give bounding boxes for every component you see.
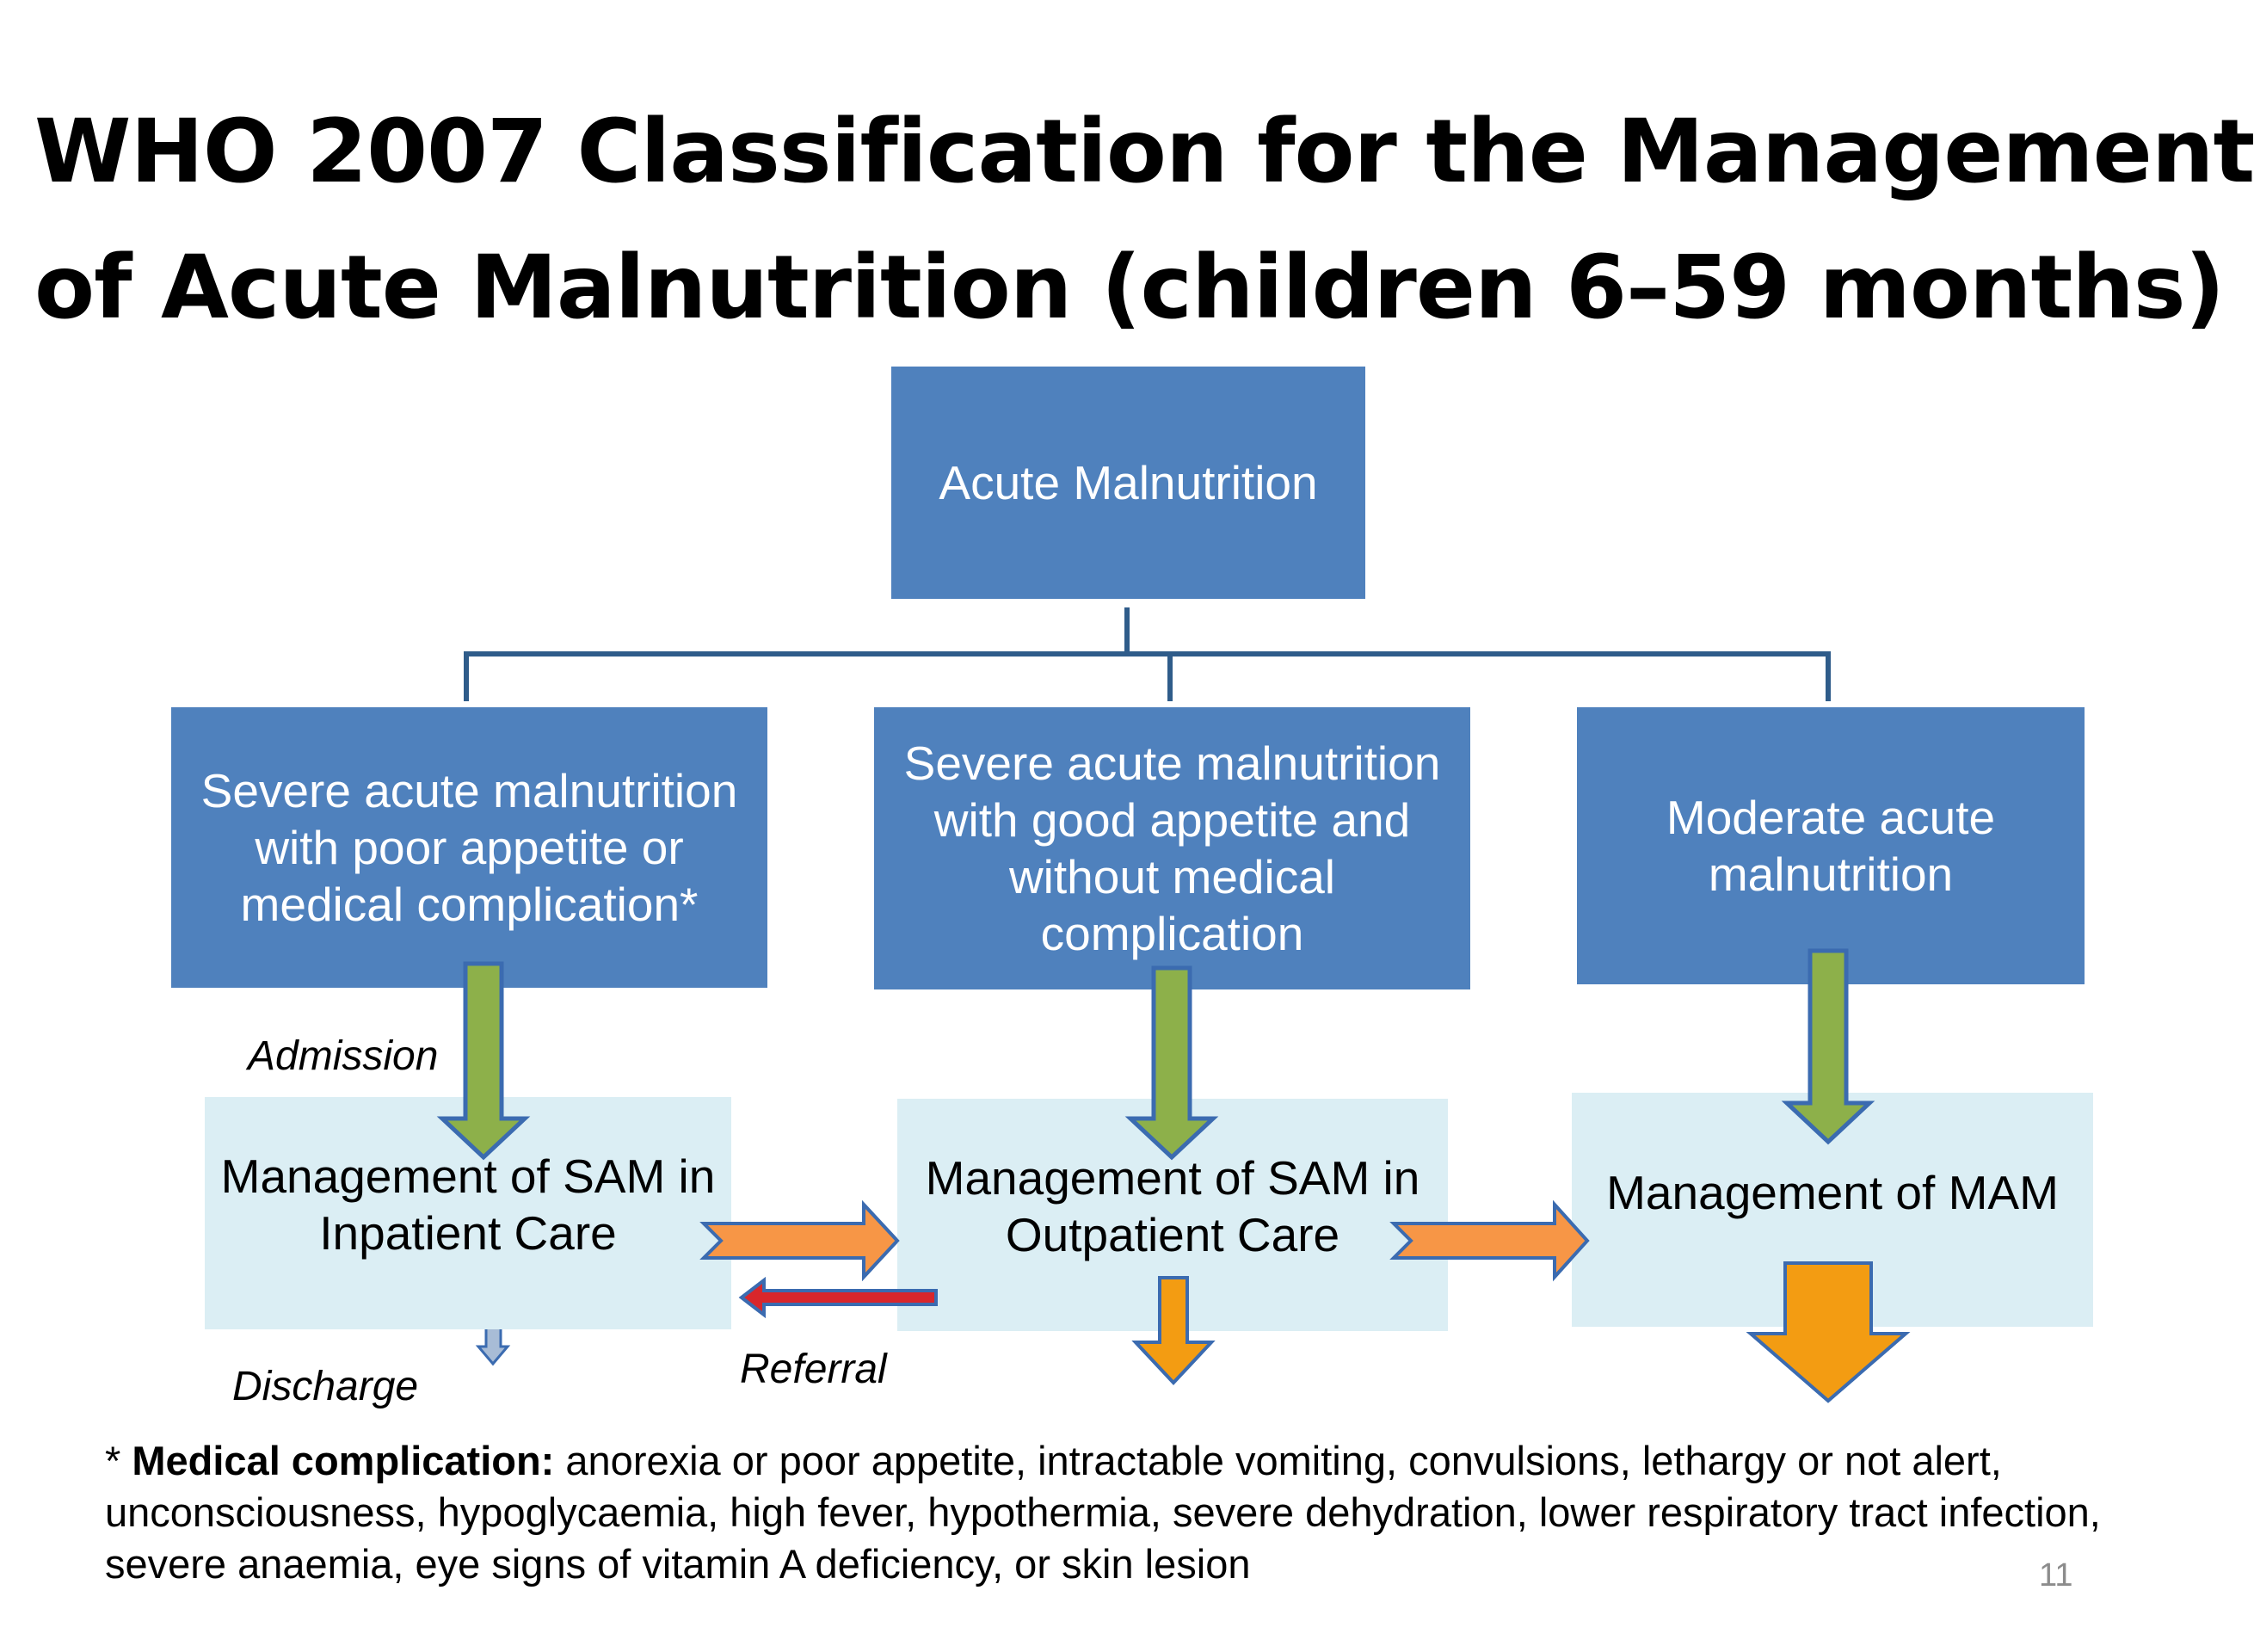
referral-arrow-overlay [738, 1276, 938, 1319]
outpatient-to-mam-arrow-overlay [1389, 1199, 1590, 1282]
mam-entry-arrow-overlay [1781, 948, 1875, 1145]
category-label: Moderate acute malnutrition [1666, 791, 1996, 901]
footnote-text: anorexia or poor appetite, intractable v… [105, 1438, 2101, 1587]
medical-complication-footnote: * Medical complication: anorexia or poor… [105, 1435, 2118, 1590]
management-label: Management of MAM [1606, 1166, 2059, 1219]
management-label: Management of SAM in Inpatient Care [220, 1150, 716, 1260]
footnote-heading: Medical complication: [132, 1438, 555, 1483]
outpatient-exit-arrow-overlay [1131, 1276, 1216, 1385]
outpatient-entry-arrow-overlay [1124, 965, 1219, 1161]
root-label: Acute Malnutrition [939, 456, 1318, 509]
inpatient-to-outpatient-arrow-overlay [699, 1199, 900, 1282]
title-line-1: WHO 2007 Classification for the Manageme… [34, 101, 2254, 203]
root-box-acute-malnutrition: Acute Malnutrition [891, 367, 1365, 599]
category-label: Severe acute malnutrition with good appe… [903, 737, 1441, 960]
category-box-sam-outpatient: Severe acute malnutrition with good appe… [874, 707, 1470, 989]
overlay-arrows [436, 948, 1911, 1403]
admission-arrow-overlay [436, 961, 531, 1161]
page-number: 11 [2039, 1557, 2073, 1593]
category-box-mam: Moderate acute malnutrition [1577, 707, 2085, 984]
category-box-sam-inpatient: Severe acute malnutrition with poor appe… [171, 707, 767, 988]
management-label: Management of SAM in Outpatient Care [925, 1151, 1420, 1261]
title-line-2: of Acute Malnutrition (children 6–59 mon… [34, 237, 2225, 339]
discharge-label: Discharge [232, 1364, 419, 1409]
footnote-prefix: * [105, 1438, 132, 1483]
admission-label: Admission [248, 1033, 439, 1079]
slide-title: WHO 2007 Classification for the Manageme… [34, 84, 2254, 356]
mam-exit-arrow-overlay [1746, 1261, 1911, 1403]
tree-connector [464, 607, 1831, 701]
category-label: Severe acute malnutrition with poor appe… [200, 764, 738, 931]
referral-label: Referral [740, 1347, 887, 1392]
